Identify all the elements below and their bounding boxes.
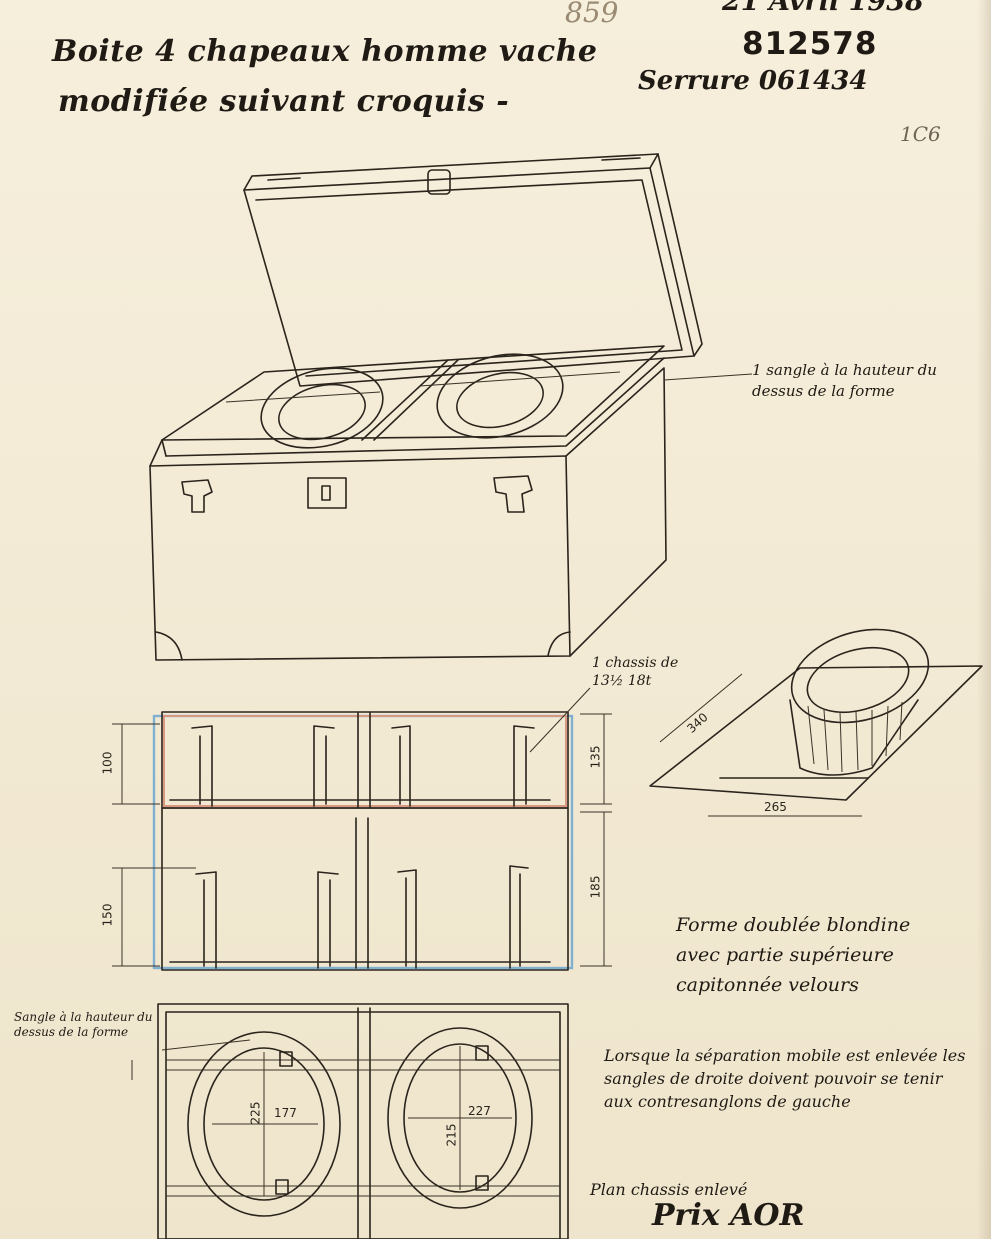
- forme-note: Forme doublée blondine avec partie supér…: [676, 914, 911, 996]
- dim-lower-right: 185: [588, 875, 603, 899]
- reference-number: 812578: [742, 26, 878, 62]
- dim-lower-height: 150: [100, 903, 115, 927]
- plan-view: [131, 1003, 569, 1239]
- dim-oval1-width: 177: [274, 1106, 297, 1120]
- paper-edge-shadow: [977, 0, 991, 1239]
- dim-upper-right: 135: [588, 745, 603, 769]
- archive-number: 859: [565, 0, 619, 29]
- strap-note: 1 sangle à la hauteur du dessus de la fo…: [752, 361, 937, 400]
- title-line-2: modifiée suivant croquis -: [58, 84, 510, 119]
- left-strap-note: Sangle à la hauteur du dessus de la form…: [14, 1010, 153, 1039]
- signature: Prix AOR: [652, 1198, 805, 1233]
- dim-oval1-height: 225: [248, 1101, 263, 1125]
- separation-note: Lorsque la séparation mobile est enlevée…: [604, 1046, 966, 1111]
- corner-code: 1C6: [900, 122, 941, 146]
- hat-form-sketch: [649, 628, 983, 817]
- dim-oval2-width: 227: [468, 1104, 491, 1118]
- trunk-sketch: [149, 153, 753, 661]
- section-view: [112, 687, 612, 971]
- title-line-1: Boite 4 chapeaux homme vache: [52, 34, 598, 69]
- dim-oval2-height: 215: [444, 1123, 459, 1147]
- plan-label: Plan chassis enlevé: [590, 1180, 748, 1199]
- lock-reference: Serrure 061434: [638, 66, 868, 96]
- dim-upper-height: 100: [100, 751, 115, 775]
- dim-form-width: 265: [764, 800, 787, 814]
- date: 21 Avril 1938: [722, 0, 924, 17]
- chassis-note: 1 chassis de 13½ 18t: [592, 655, 679, 689]
